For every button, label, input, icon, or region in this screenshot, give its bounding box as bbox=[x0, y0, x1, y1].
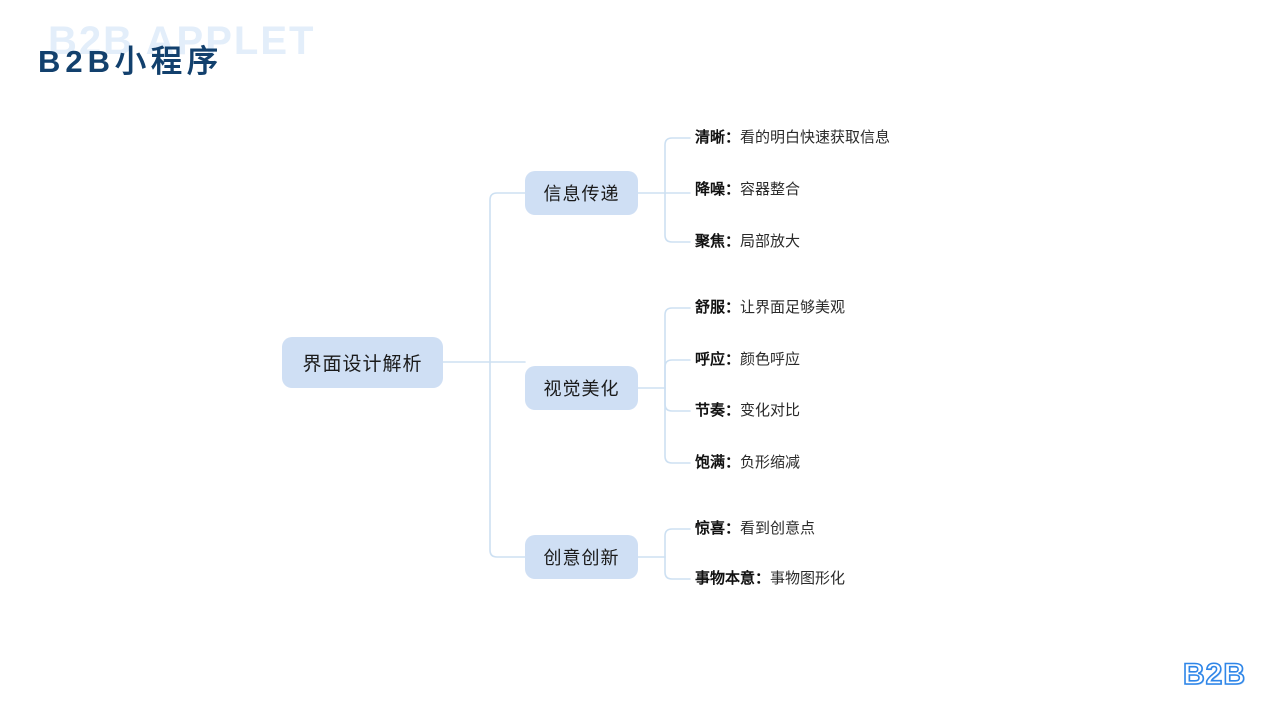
leaf-desc: 变化对比 bbox=[740, 402, 801, 419]
leaf-desc: 看到创意点 bbox=[740, 520, 816, 537]
title-watermark: B2B APPLET bbox=[48, 19, 316, 63]
leaf-term: 聚焦 bbox=[695, 233, 726, 250]
leaf-colon: ： bbox=[725, 299, 741, 316]
mindmap-branch-node-0[interactable]: 信息传递 bbox=[525, 171, 638, 215]
leaf-term: 饱满 bbox=[695, 454, 726, 471]
connector-trunk-bottom bbox=[489, 361, 526, 558]
connector-b2-l0 bbox=[664, 528, 691, 558]
connector-b0-l0 bbox=[664, 137, 691, 194]
leaf-term: 呼应 bbox=[695, 351, 726, 368]
leaf-term: 降噪 bbox=[695, 181, 726, 198]
leaf-colon: ： bbox=[725, 454, 741, 471]
leaf-term: 惊喜 bbox=[695, 520, 726, 537]
leaf-term: 事物本意 bbox=[695, 570, 756, 587]
leaf-colon: ： bbox=[725, 181, 741, 198]
connector-b2-l1 bbox=[664, 556, 691, 580]
leaf-colon: ： bbox=[725, 520, 741, 537]
mindmap-leaf-0-2[interactable]: 聚焦：局部放大 bbox=[695, 233, 800, 251]
leaf-colon: ： bbox=[725, 129, 741, 146]
title-block: B2B APPLET B2B小程序 bbox=[38, 18, 458, 88]
mindmap-leaf-1-1[interactable]: 呼应：颜色呼应 bbox=[695, 351, 800, 369]
mindmap-leaf-0-0[interactable]: 清晰：看的明白快速获取信息 bbox=[695, 129, 890, 147]
leaf-desc: 让界面足够美观 bbox=[740, 299, 846, 316]
page-title: B2B小程序 bbox=[38, 44, 224, 79]
mindmap-branch-node-1[interactable]: 视觉美化 bbox=[525, 366, 638, 410]
leaf-desc: 负形缩减 bbox=[740, 454, 801, 471]
mindmap-leaf-1-0[interactable]: 舒服：让界面足够美观 bbox=[695, 299, 845, 317]
leaf-colon: ： bbox=[755, 570, 771, 587]
leaf-desc: 事物图形化 bbox=[770, 570, 846, 587]
leaf-colon: ： bbox=[725, 402, 741, 419]
mindmap-leaf-1-2[interactable]: 节奏：变化对比 bbox=[695, 402, 800, 420]
mindmap-branch-node-2[interactable]: 创意创新 bbox=[525, 535, 638, 579]
mindmap-root-node[interactable]: 界面设计解析 bbox=[282, 337, 443, 388]
leaf-term: 节奏 bbox=[695, 402, 726, 419]
mindmap-leaf-0-1[interactable]: 降噪：容器整合 bbox=[695, 181, 800, 199]
leaf-desc: 颜色呼应 bbox=[740, 351, 801, 368]
mindmap-leaf-1-3[interactable]: 饱满：负形缩减 bbox=[695, 454, 800, 472]
leaf-desc: 容器整合 bbox=[740, 181, 801, 198]
leaf-colon: ： bbox=[725, 351, 741, 368]
connector-b1-l0 bbox=[664, 307, 691, 389]
leaf-term: 舒服 bbox=[695, 299, 726, 316]
connector-b1-l2 bbox=[664, 387, 691, 412]
leaf-term: 清晰 bbox=[695, 129, 726, 146]
leaf-desc: 局部放大 bbox=[740, 233, 801, 250]
b2b-logo: B2B bbox=[1182, 657, 1246, 692]
leaf-colon: ： bbox=[725, 233, 741, 250]
connector-b0-l2 bbox=[664, 192, 691, 243]
mindmap-leaf-2-1[interactable]: 事物本意：事物图形化 bbox=[695, 570, 845, 588]
connector-b1-l3 bbox=[664, 387, 691, 464]
leaf-desc: 看的明白快速获取信息 bbox=[740, 129, 891, 146]
connector-trunk-top bbox=[489, 192, 526, 363]
mindmap-leaf-2-0[interactable]: 惊喜：看到创意点 bbox=[695, 520, 815, 538]
connector-b1-l1 bbox=[664, 359, 691, 389]
